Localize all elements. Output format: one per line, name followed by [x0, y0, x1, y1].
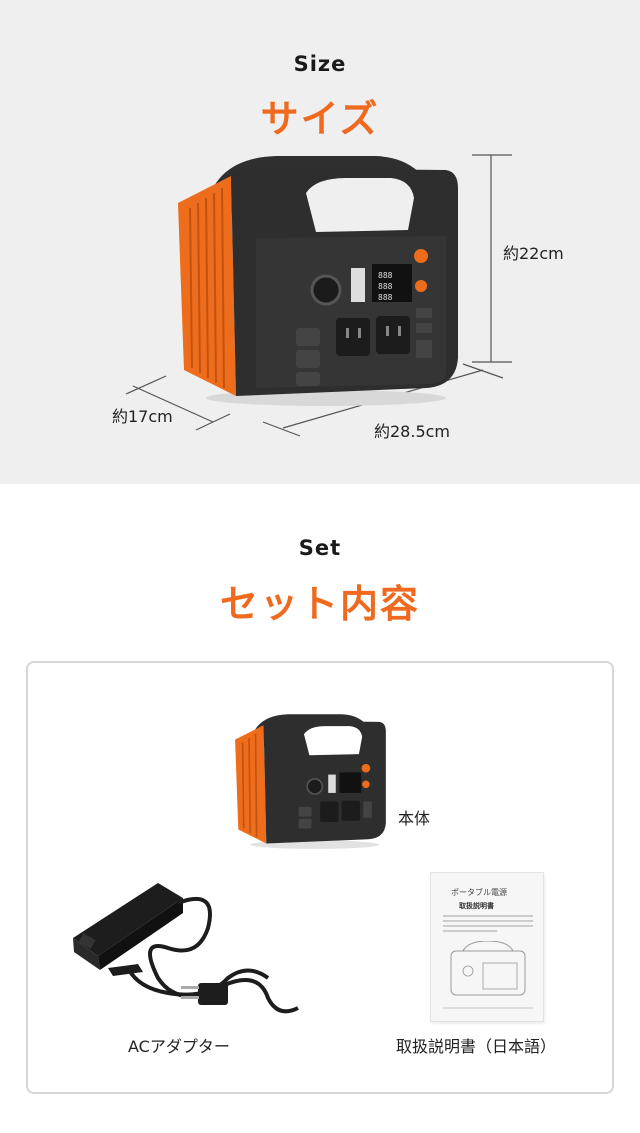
- set-label: Set: [298, 536, 342, 560]
- svg-text:888: 888: [378, 293, 393, 302]
- manual-device-drawing: [450, 941, 526, 996]
- size-section: Size サイズ 888 888 8: [0, 0, 640, 484]
- set-title: セット内容: [219, 582, 420, 626]
- width-dimension: 約28.5cm: [374, 422, 451, 441]
- size-label: Size: [293, 52, 347, 76]
- ac-adapter-image: [73, 883, 299, 1014]
- size-title: サイズ: [260, 97, 380, 141]
- height-dimension: 約22cm: [503, 244, 564, 263]
- manual-subheading: 取扱説明書: [459, 902, 494, 910]
- manual-label: 取扱説明書（日本語）: [396, 1037, 557, 1056]
- svg-text:888: 888: [378, 282, 393, 291]
- ac-adapter-label: ACアダプター: [128, 1037, 230, 1056]
- svg-text:888: 888: [378, 271, 393, 280]
- power-station-image: 888 888 888: [178, 156, 458, 406]
- depth-dimension: 約17cm: [112, 407, 173, 426]
- manual-image: ポータブル電源 取扱説明書: [430, 872, 544, 1022]
- main-unit-label: 本体: [398, 809, 431, 828]
- main-unit-image: [235, 714, 386, 849]
- set-contents-box: 本体 ACアダプター ポータブル電源 取扱説明書 取扱説明書（日本語）: [26, 661, 614, 1094]
- manual-heading: ポータブル電源: [451, 888, 507, 897]
